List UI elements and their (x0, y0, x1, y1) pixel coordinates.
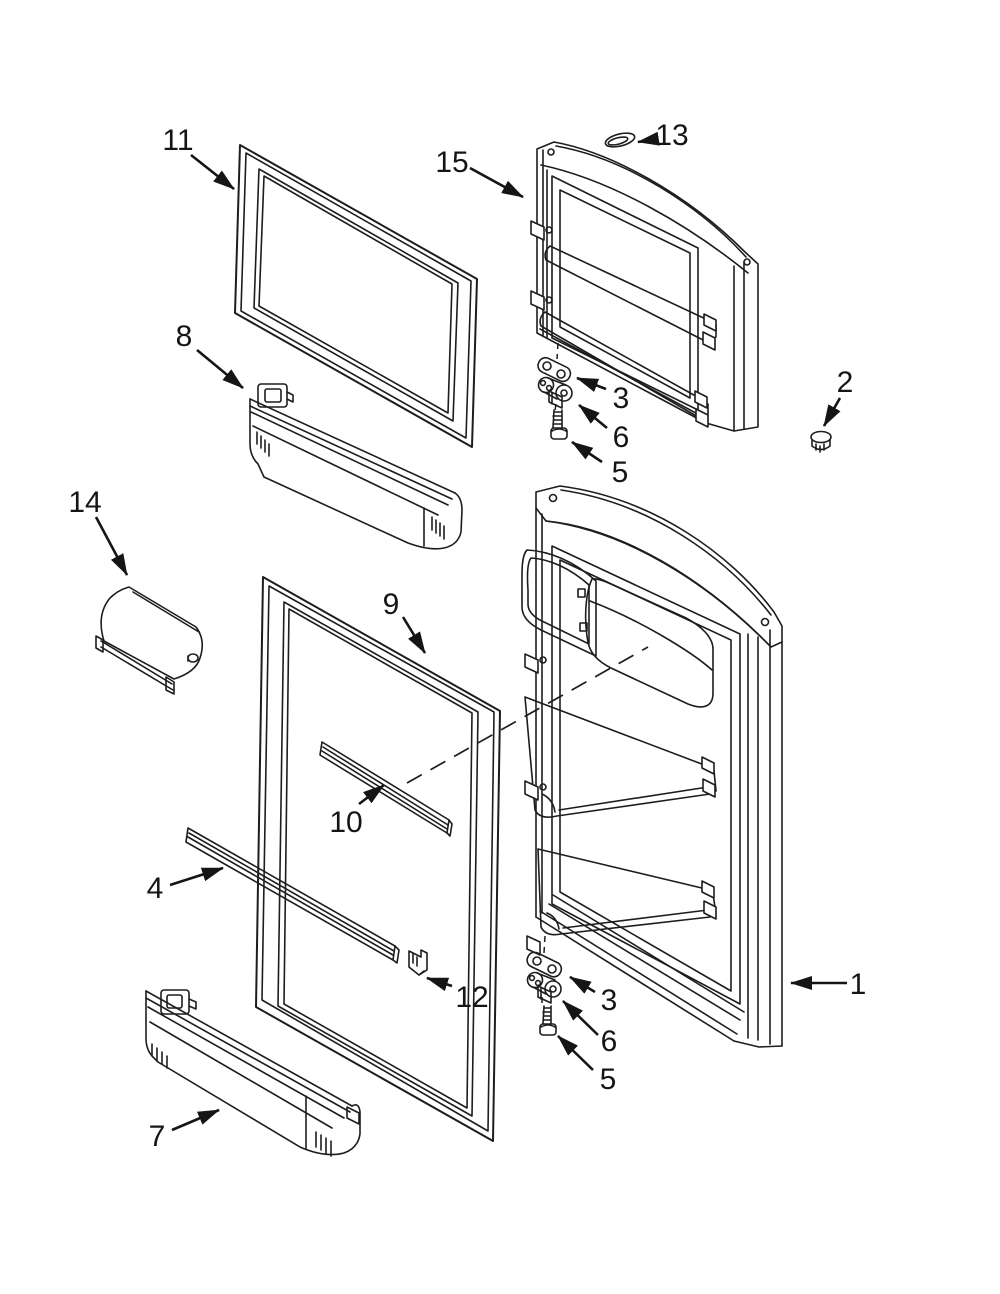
callout-arrow (94, 516, 129, 576)
shelf-trim-rail-lower (185, 827, 400, 964)
callout-arrow (569, 975, 596, 994)
callout-9-3: 9 (383, 588, 427, 654)
shelf-end-clip (408, 949, 428, 976)
callout-arrow (578, 403, 608, 430)
part-number-label: 4 (147, 872, 164, 905)
callout-7-7: 7 (149, 1108, 220, 1153)
callout-3-15: 3 (569, 975, 618, 1017)
part-number-label: 6 (613, 421, 630, 454)
callout-11-0: 11 (162, 124, 235, 191)
part-number-label: 5 (612, 456, 629, 489)
callout-arrow (822, 397, 842, 427)
refrigerator-door-shelf-bin (145, 989, 361, 1157)
callout-arrow (169, 866, 224, 887)
part-number-label: 11 (162, 124, 193, 157)
callout-arrow (171, 1108, 220, 1132)
part-number-label: 9 (383, 588, 400, 621)
part-number-label: 12 (455, 981, 488, 1014)
freezer-door-gasket (234, 144, 478, 448)
callout-arrow (576, 376, 607, 392)
callout-arrow (637, 131, 660, 146)
part-number-label: 5 (600, 1063, 617, 1096)
hinge-hole-cap (604, 132, 636, 148)
hole-plug (810, 430, 832, 453)
callout-13-9: 13 (637, 119, 689, 152)
refrigerator-door-gasket (255, 576, 501, 1142)
part-number-label: 14 (68, 486, 101, 519)
callout-6-12: 6 (578, 403, 630, 454)
callout-arrow (190, 153, 235, 191)
callout-3-11: 3 (576, 376, 630, 415)
assembly-guide-lines (406, 342, 649, 1005)
part-number-label: 8 (176, 320, 193, 353)
callout-4-5: 4 (147, 866, 224, 905)
callout-arrow (557, 1035, 594, 1071)
callout-arrow (196, 348, 244, 390)
part-number-label: 15 (435, 146, 468, 179)
refrigerator-door (521, 485, 783, 1048)
callout-10-4: 10 (329, 783, 385, 839)
callout-arrow (469, 166, 524, 199)
callout-arrow (401, 616, 427, 654)
callout-15-8: 15 (435, 146, 524, 199)
callout-6-16: 6 (562, 1000, 618, 1058)
freezer-door-shelf-bin (249, 383, 463, 550)
part-number-label: 7 (149, 1120, 166, 1153)
callout-14-2: 14 (68, 486, 129, 576)
part-number-label: 3 (601, 984, 618, 1017)
callout-arrow (358, 783, 385, 806)
part-number-label: 2 (837, 366, 854, 399)
part-number-label: 6 (601, 1025, 618, 1058)
refrigerator-door-hinge-parts (526, 951, 563, 1036)
part-number-label: 3 (613, 382, 630, 415)
callout-12-6: 12 (426, 976, 489, 1014)
callout-arrow (571, 440, 603, 464)
callout-1-14: 1 (790, 968, 867, 1001)
callout-5-17: 5 (557, 1035, 617, 1096)
callout-5-13: 5 (571, 440, 629, 489)
part-number-label: 13 (655, 119, 688, 152)
hinge-cover (95, 586, 204, 695)
callout-2-10: 2 (822, 366, 854, 427)
freezer-door (530, 141, 759, 432)
freezer-door-hinge-parts (537, 356, 573, 440)
callout-8-1: 8 (176, 320, 244, 390)
callout-arrow (426, 976, 453, 992)
part-number-label: 1 (850, 968, 867, 1001)
callout-arrow (562, 1000, 599, 1036)
part-number-label: 10 (329, 806, 362, 839)
